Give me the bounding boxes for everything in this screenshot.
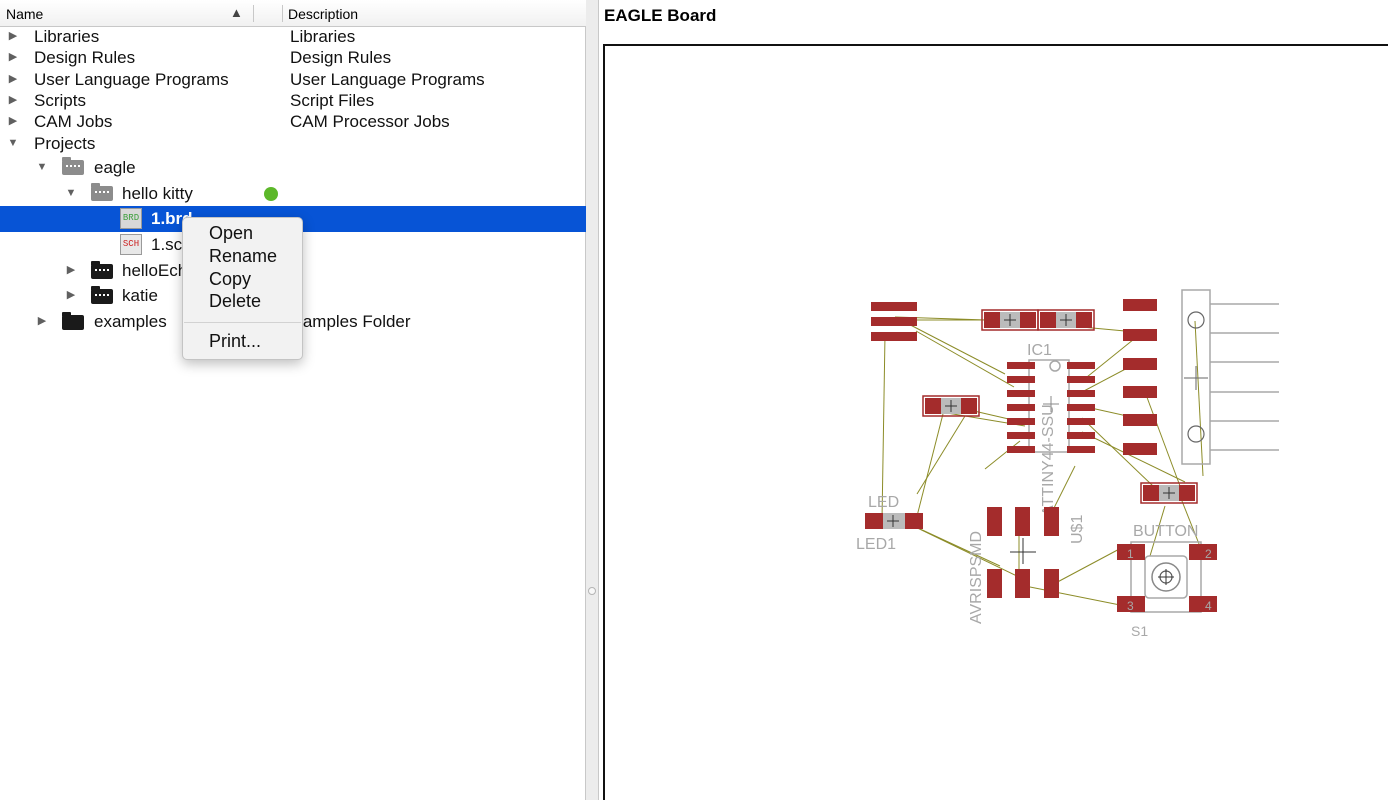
trace-group: [881, 313, 1204, 607]
disclosure-expanded-icon[interactable]: ▼: [36, 161, 48, 173]
tree-item-label: 1.sch: [151, 235, 192, 254]
tree-item-description: Libraries: [290, 27, 356, 46]
right-pad-column: [1123, 299, 1157, 455]
tree-item-label: Libraries: [34, 27, 100, 46]
menu-item-rename[interactable]: Rename: [209, 246, 278, 266]
disclosure-collapsed-icon[interactable]: ▶: [66, 289, 76, 301]
menu-item-copy[interactable]: Copy: [209, 269, 252, 289]
disclosure-collapsed-icon[interactable]: ▶: [8, 51, 18, 63]
pcb-board-drawing: IC1 ATTINY44-SSU: [856, 289, 1279, 639]
column-divider[interactable]: [282, 5, 283, 22]
column-divider[interactable]: [253, 5, 254, 22]
preview-title: EAGLE Board: [604, 6, 717, 25]
usb-label: U$1: [1069, 515, 1086, 544]
project-tree-pane: Name ▲ Description ▶ Libraries Libraries…: [0, 0, 586, 800]
description-column-header[interactable]: Description: [288, 6, 359, 22]
button-pin-1-label: 1: [1127, 547, 1134, 561]
sort-ascending-icon[interactable]: ▲: [230, 5, 243, 20]
tree-item-examples[interactable]: ▶ examples Examples Folder: [0, 311, 586, 332]
led-value-label: LED: [868, 494, 899, 511]
tree-item-label: Design Rules: [34, 48, 136, 67]
tree-item-label: examples: [94, 312, 167, 331]
menu-item-open[interactable]: Open: [209, 223, 254, 243]
ic1-label: IC1: [1027, 342, 1052, 359]
tree-item-description: User Language Programs: [290, 70, 485, 89]
tree-item-ulp[interactable]: ▶ User Language Programs User Language P…: [0, 69, 586, 90]
tree-column-header: Name ▲ Description: [0, 0, 586, 27]
tree-item-hello-echo[interactable]: ▶ helloEcho: [0, 260, 586, 281]
tree-item-label: helloEcho: [122, 261, 197, 280]
tree-item-description: Script Files: [290, 91, 375, 110]
avrisp-label: AVRISPSMD: [968, 531, 985, 624]
left-pad-stack: [871, 302, 917, 341]
project-folder-icon: [91, 286, 113, 304]
tree-item-description: CAM Processor Jobs: [290, 112, 450, 131]
name-column-header[interactable]: Name: [6, 6, 44, 22]
disclosure-collapsed-icon[interactable]: ▶: [8, 73, 18, 85]
button-footprint: [1117, 541, 1217, 613]
project-open-status-icon: [264, 187, 278, 201]
tree-item-description: Examples Folder: [283, 312, 411, 331]
context-menu: Open Rename Copy Delete Print...: [182, 217, 303, 360]
tree-item-hello-kitty[interactable]: ▼ hello kitty: [0, 183, 586, 204]
tree-item-label: User Language Programs: [34, 70, 229, 89]
resistor-right: [1140, 482, 1198, 504]
folder-icon: [62, 312, 84, 330]
button-pin-4-label: 4: [1205, 599, 1212, 613]
resistor-middle-left: [922, 395, 980, 417]
disclosure-collapsed-icon[interactable]: ▶: [66, 264, 76, 276]
menu-separator: [184, 322, 301, 323]
board-preview-pane: EAGLE Board: [599, 0, 1388, 800]
avrisp-header: [987, 507, 1059, 598]
disclosure-collapsed-icon[interactable]: ▶: [8, 30, 18, 42]
button-name-label: S1: [1131, 623, 1148, 639]
disclosure-expanded-icon[interactable]: ▼: [65, 187, 77, 199]
schematic-file-icon: SCH: [120, 234, 142, 255]
project-folder-icon: [91, 261, 113, 279]
tree-item-eagle[interactable]: ▼ eagle: [0, 157, 586, 178]
resistor-top-left: [981, 309, 1039, 331]
folder-icon: [62, 157, 84, 175]
resistor-top-right: [1037, 309, 1095, 331]
disclosure-collapsed-icon[interactable]: ▶: [37, 315, 47, 327]
project-folder-icon: [91, 183, 113, 201]
board-preview-frame: IC1 ATTINY44-SSU: [603, 44, 1388, 800]
menu-item-delete[interactable]: Delete: [209, 291, 262, 311]
disclosure-collapsed-icon[interactable]: ▶: [8, 115, 18, 127]
tree-item-sch-file[interactable]: SCH 1.sch: [0, 234, 586, 255]
button-value-label: BUTTON: [1133, 523, 1198, 540]
tree-item-design-rules[interactable]: ▶ Design Rules Design Rules: [0, 47, 586, 68]
tree-item-projects[interactable]: ▼ Projects: [0, 133, 586, 154]
ic1-value-label: ATTINY44-SSU: [1040, 404, 1057, 516]
tree-item-label: Projects: [34, 134, 96, 153]
disclosure-expanded-icon[interactable]: ▼: [7, 137, 19, 149]
pane-splitter[interactable]: [586, 0, 599, 800]
tree-item-description: Design Rules: [290, 48, 392, 67]
ic1-chip: [1007, 359, 1095, 453]
led-name-label: LED1: [856, 536, 896, 553]
tree-item-cam-jobs[interactable]: ▶ CAM Jobs CAM Processor Jobs: [0, 111, 586, 132]
button-pin-2-label: 2: [1205, 547, 1212, 561]
button-pin-3-label: 3: [1127, 599, 1134, 613]
tree-item-label: hello kitty: [122, 184, 193, 203]
led-footprint: [865, 513, 923, 529]
board-file-icon: BRD: [120, 208, 142, 229]
tree-item-label: CAM Jobs: [34, 112, 113, 131]
splitter-grip-icon[interactable]: [588, 587, 596, 595]
tree-item-label: Scripts: [34, 91, 86, 110]
tree-item-katie[interactable]: ▶ katie: [0, 285, 586, 306]
tree-item-label: katie: [122, 286, 158, 305]
tree-item-libraries[interactable]: ▶ Libraries Libraries: [0, 26, 586, 47]
header-connector: [1181, 289, 1279, 465]
disclosure-collapsed-icon[interactable]: ▶: [8, 94, 18, 106]
menu-item-print[interactable]: Print...: [209, 331, 262, 351]
tree-item-scripts[interactable]: ▶ Scripts Script Files: [0, 90, 586, 111]
tree-item-label: eagle: [94, 158, 136, 177]
